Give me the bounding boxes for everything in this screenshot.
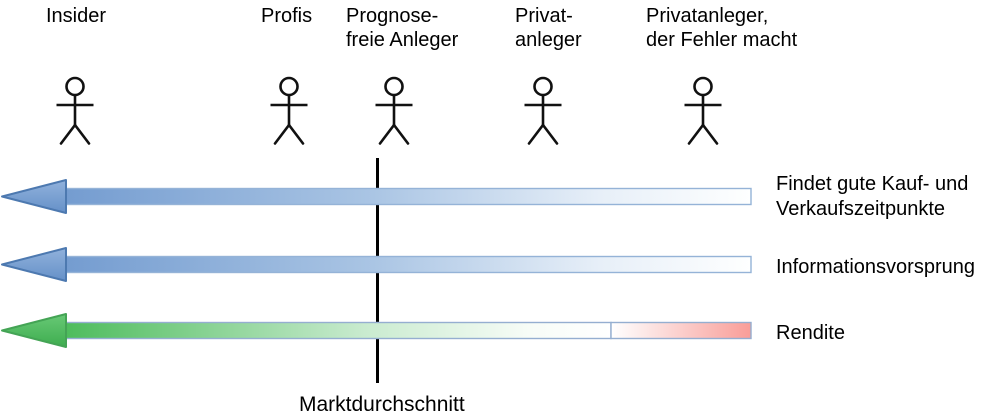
label-line: Prognose- xyxy=(346,5,439,27)
investor-label-insider: Insider xyxy=(46,4,106,28)
label-line: der Fehler macht xyxy=(646,29,798,51)
stick-person-icon xyxy=(681,76,725,146)
label-line: Privat- xyxy=(515,5,573,27)
label-line: Insider xyxy=(46,5,107,27)
investor-label-privatanleger-der-fehler-macht: Privatanleger, der Fehler macht xyxy=(646,4,797,52)
arrow-label-return: Rendite xyxy=(776,321,845,346)
stick-person-icon xyxy=(53,76,97,146)
label-line: Rendite xyxy=(776,322,845,344)
stick-person-icon xyxy=(521,76,565,146)
left-gradient-arrow-return xyxy=(1,313,752,348)
left-gradient-arrow-timing xyxy=(1,179,752,214)
stick-person-icon xyxy=(372,76,416,146)
label-line: Verkaufszeitpunkte xyxy=(776,198,945,220)
investor-label-privatanleger: Privat- anleger xyxy=(515,4,582,52)
label-line: Informationsvorsprung xyxy=(776,256,975,278)
investor-label-prognosefreie-anleger: Prognose- freie Anleger xyxy=(346,4,458,52)
label-line: freie Anleger xyxy=(346,29,459,51)
left-gradient-arrow-information xyxy=(1,247,752,282)
market-average-label: Marktdurchschnitt xyxy=(299,393,465,416)
arrow-label-timing: Findet gute Kauf- und Verkaufszeitpunkte xyxy=(776,172,968,222)
label-line: Privatanleger, xyxy=(646,5,769,27)
label-line: anleger xyxy=(515,29,582,51)
arrow-label-information: Informationsvorsprung xyxy=(776,255,975,280)
label-line: Findet gute Kauf- und xyxy=(776,173,969,195)
investor-label-profis: Profis xyxy=(261,4,312,28)
stick-person-icon xyxy=(267,76,311,146)
label-line: Profis xyxy=(261,5,313,27)
